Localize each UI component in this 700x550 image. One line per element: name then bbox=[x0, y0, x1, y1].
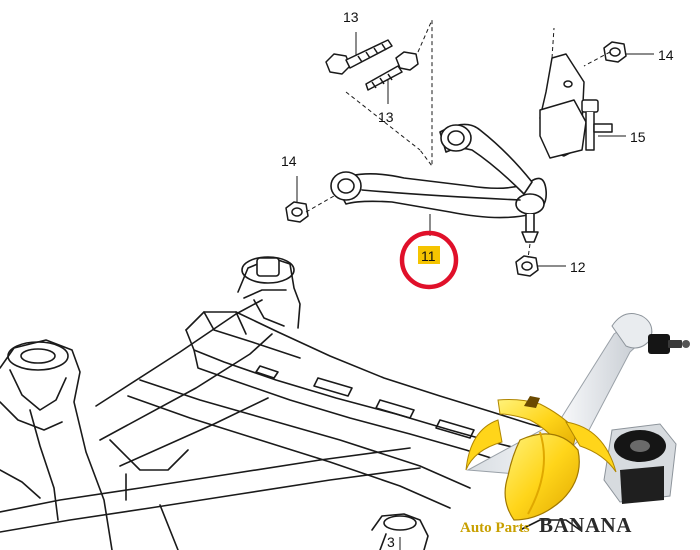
upper-control-arm bbox=[330, 123, 548, 243]
callout-12: 12 bbox=[570, 259, 586, 275]
callout-13-top: 13 bbox=[343, 9, 359, 25]
fasteners bbox=[285, 39, 627, 277]
product-photo-control-arm bbox=[466, 313, 690, 504]
callout-15: 15 bbox=[630, 129, 646, 145]
subframe-drawing bbox=[0, 256, 581, 550]
callout-14-left: 14 bbox=[281, 153, 297, 169]
highlight-callout-11: 11 bbox=[399, 230, 459, 290]
highlight-tag bbox=[418, 246, 440, 264]
watermark-brand-name: BANANA bbox=[539, 513, 632, 537]
highlight-ring bbox=[399, 230, 459, 290]
watermark: Auto Parts BANANA bbox=[460, 513, 632, 537]
callout-13-lower: 13 bbox=[378, 109, 394, 125]
callout-11: 11 bbox=[421, 248, 436, 264]
sensor-bracket bbox=[539, 53, 613, 159]
watermark-text: Auto Parts BANANA bbox=[460, 513, 632, 537]
callout-3: 3 bbox=[387, 534, 395, 550]
watermark-brand-prefix: Auto Parts bbox=[460, 520, 530, 536]
banana-logo-icon bbox=[465, 396, 617, 521]
callout-14-right: 14 bbox=[658, 47, 674, 63]
callout-labels: 13 13 14 14 15 12 3 bbox=[281, 9, 674, 550]
